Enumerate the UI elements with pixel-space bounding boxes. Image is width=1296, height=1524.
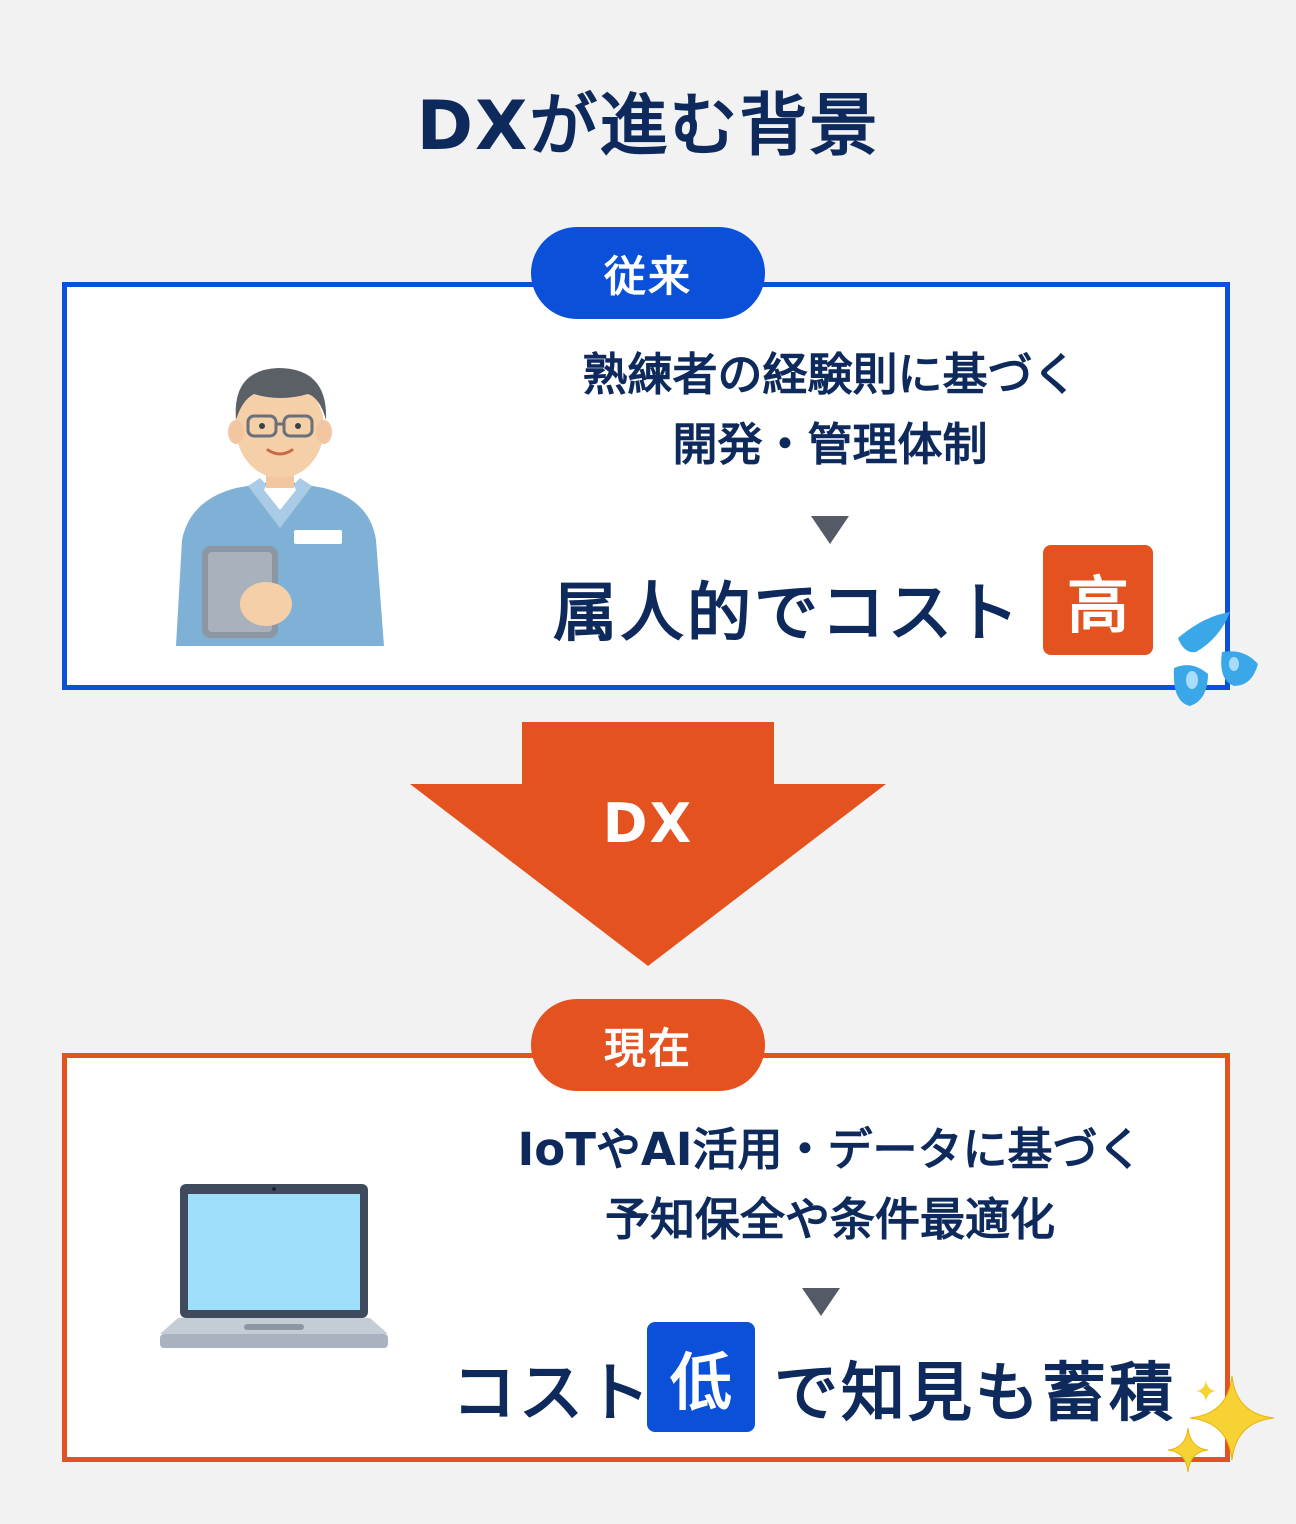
dx-arrow (410, 722, 886, 966)
after-label-pill: 現在 (531, 999, 765, 1091)
before-description-line2: 開発・管理体制 (672, 418, 988, 471)
after-description: IoTやAI活用・データに基づく 予知保全や条件最適化 (430, 1115, 1230, 1255)
worker-illustration (176, 368, 384, 646)
page-title: DXが進む背景 (416, 87, 880, 166)
before-label-pill: 従来 (531, 227, 765, 319)
after-result-suffix: で知見も蓄積 (774, 1357, 1176, 1431)
before-result-text: 属人的でコスト (553, 577, 1022, 651)
sweat-drops-icon (1173, 612, 1258, 706)
sparkle-icon (1167, 1375, 1275, 1473)
low-cost-badge: 低 (647, 1322, 755, 1432)
before-description-line1: 熟練者の経験則に基づく (582, 348, 1078, 401)
down-triangle-icon (811, 516, 849, 544)
high-cost-badge: 高 (1043, 545, 1153, 655)
before-description: 熟練者の経験則に基づく 開発・管理体制 (470, 340, 1190, 480)
after-description-line2: 予知保全や条件最適化 (604, 1193, 1055, 1246)
after-result-prefix: コスト (452, 1357, 653, 1431)
dx-arrow-label: DX (602, 792, 694, 855)
laptop-illustration (160, 1184, 388, 1348)
down-triangle-icon (802, 1288, 840, 1316)
after-description-line1: IoTやAI活用・データに基づく (517, 1123, 1143, 1176)
